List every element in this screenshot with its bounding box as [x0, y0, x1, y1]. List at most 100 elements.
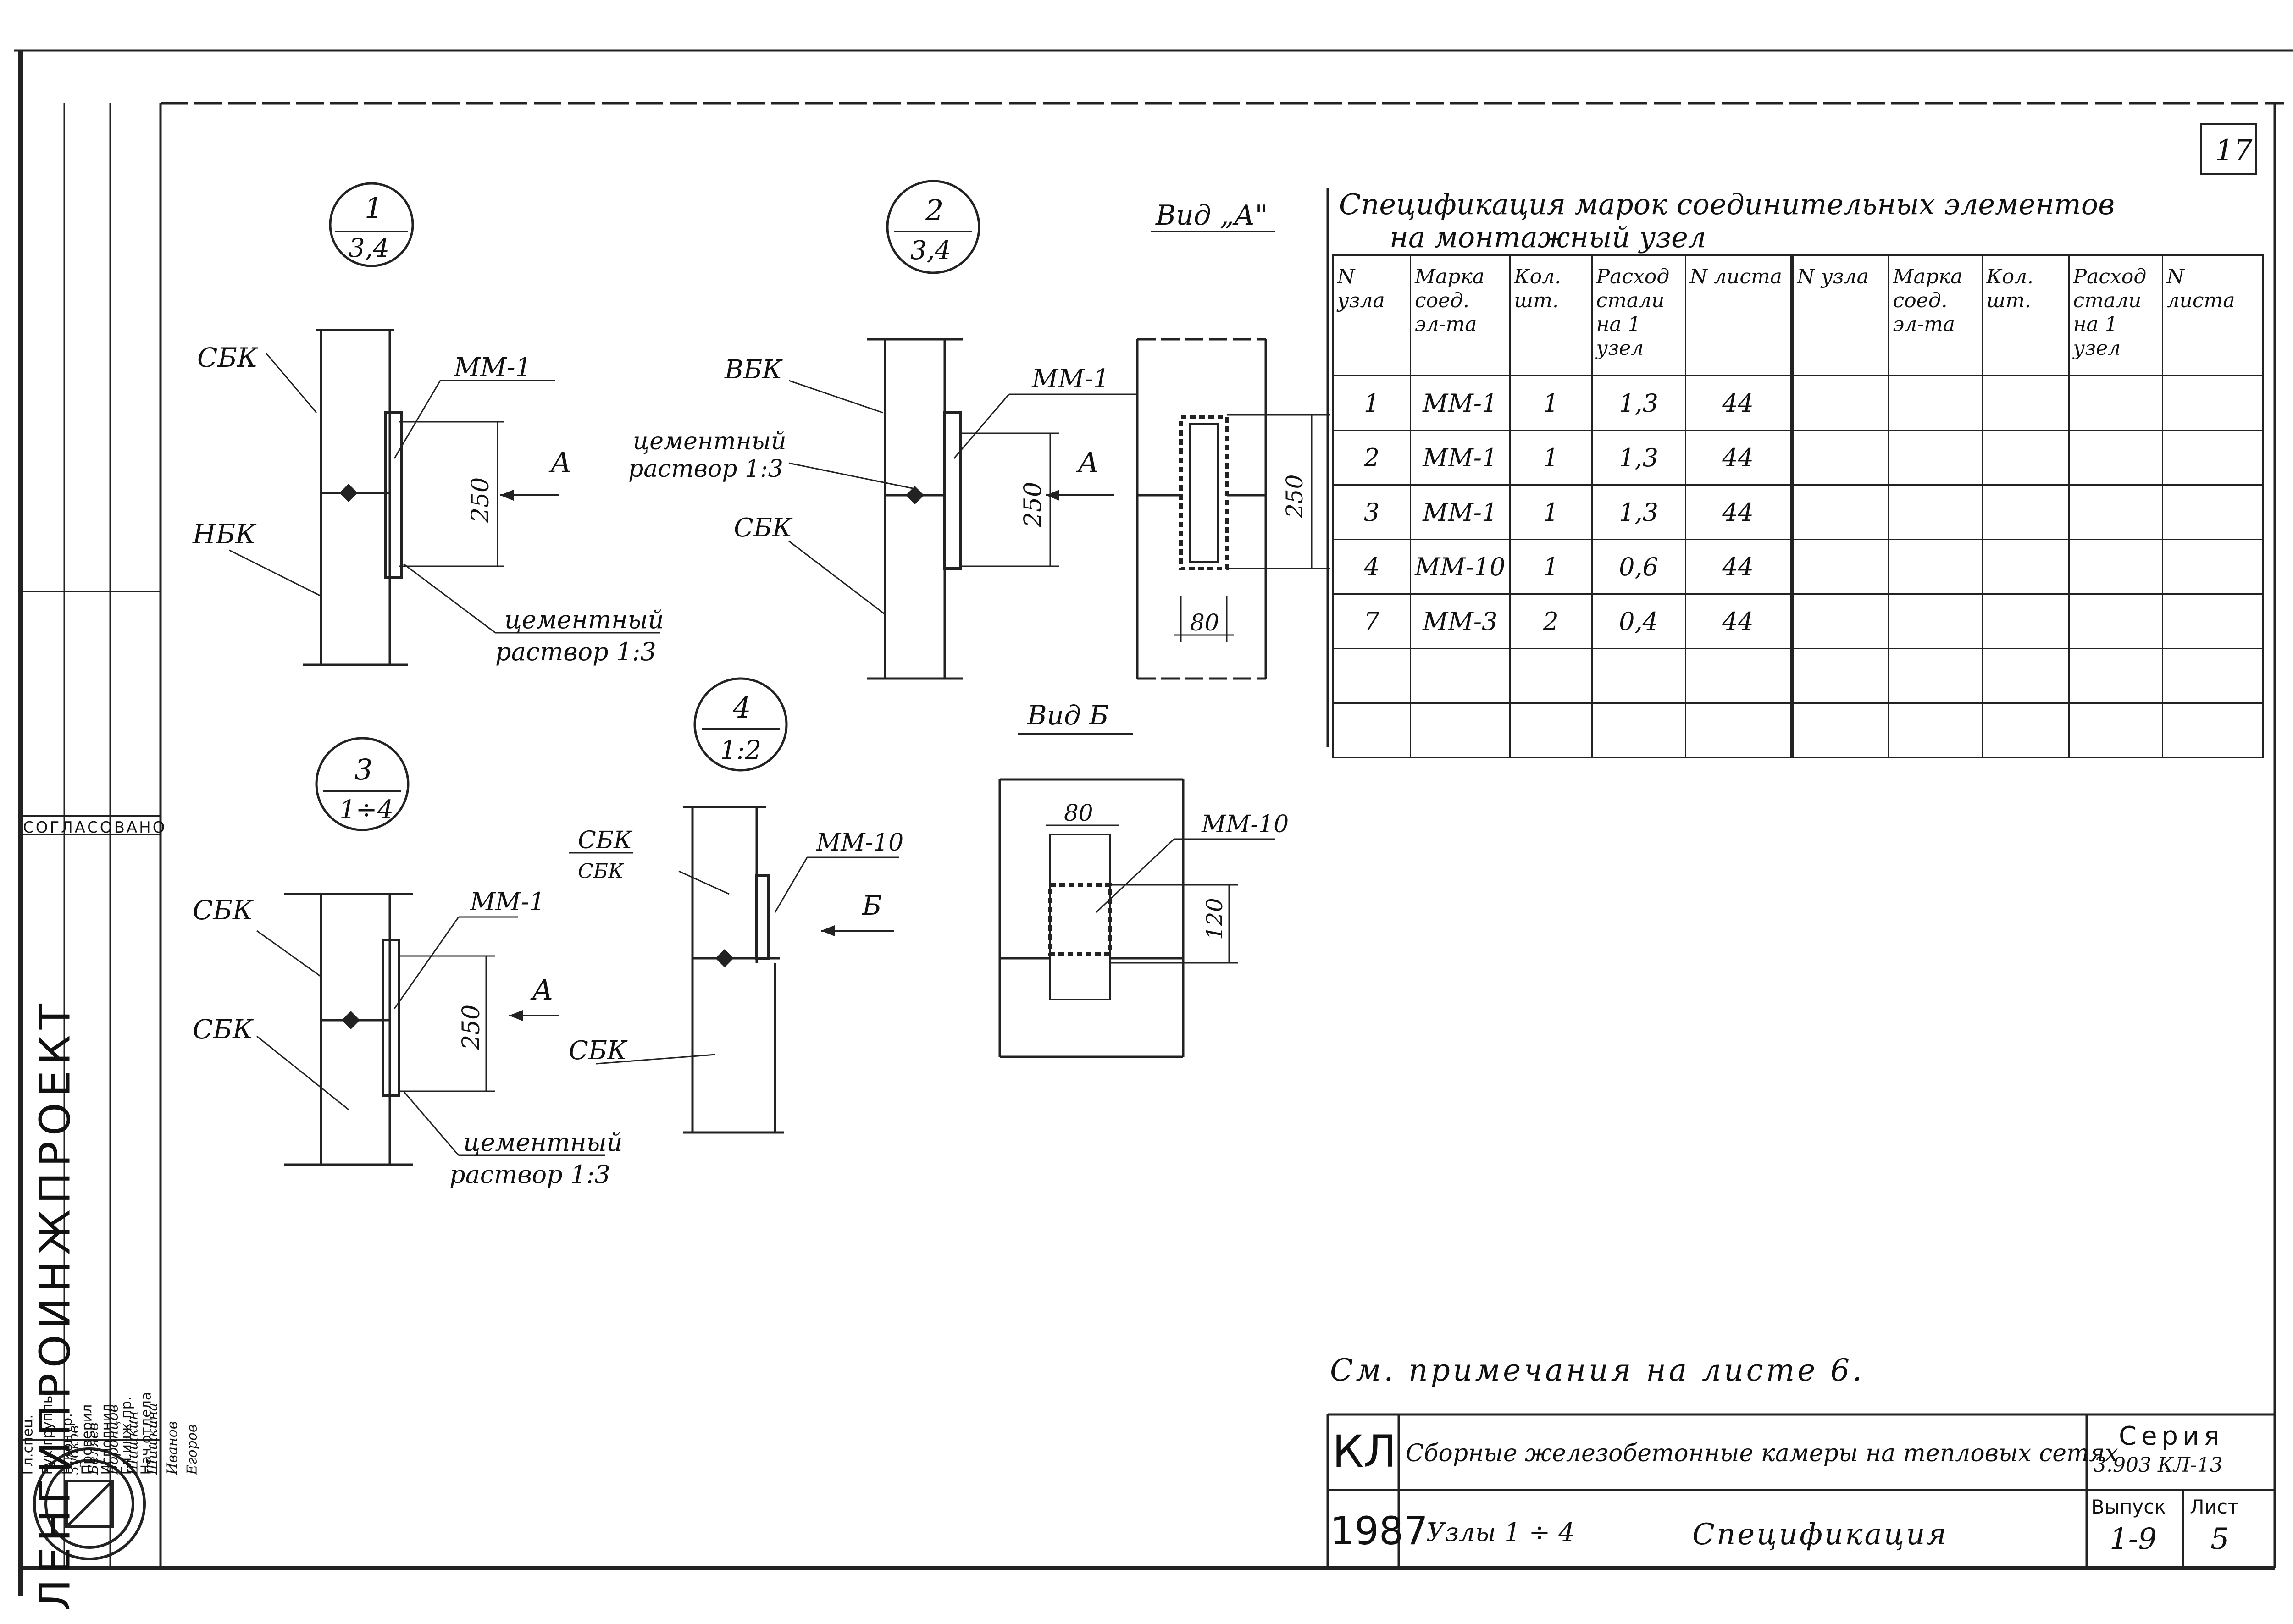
view-b-detail: Вид Б 80 120 ММ-10: [998, 700, 1289, 1058]
node-2-num: 2: [925, 193, 943, 227]
node-2-arrow-a: А: [1076, 446, 1099, 479]
stamp-name: Шишкина: [144, 1403, 161, 1475]
cell-empty: [2161, 593, 2264, 649]
cell-empty: [1981, 430, 2070, 486]
cell-empty: [1888, 702, 1983, 758]
node-4-marker: 4 1:2: [693, 677, 788, 772]
cell-empty: [1981, 648, 2070, 704]
cell-empty: [1789, 484, 1889, 540]
view-b-title: Вид Б: [1027, 700, 1109, 731]
node-4-detail: 4 1:2 СБК СБК ММ-10 Б СБК: [569, 677, 903, 1134]
cell-node: 3: [1332, 484, 1411, 540]
cell-empty: [1888, 539, 1983, 595]
cell-empty: [2068, 484, 2163, 540]
cell-node: [1332, 648, 1411, 704]
node-1-detail: 1 3,4 СБК НБК ММ-1 250 А цементны: [192, 182, 664, 666]
view-a-detail: Вид „А" 250 80: [1136, 199, 1330, 680]
cell-empty: [1888, 648, 1983, 704]
view-a-title: Вид „А": [1155, 199, 1268, 232]
node-3-marker: 3 1÷4: [315, 737, 410, 831]
cell-empty: [1888, 484, 1983, 540]
cell-empty: [1888, 430, 1983, 486]
series-label: Серия: [2119, 1421, 2224, 1451]
notes-reference: См. примечания на листе 6.: [1330, 1353, 1865, 1388]
node-3-num: 3: [354, 753, 372, 786]
issue-value: 1-9: [2110, 1522, 2157, 1556]
cell-sheet: [1684, 648, 1793, 704]
view-a-dim-80: 80: [1190, 609, 1219, 636]
col-header-node-2: N узла: [1789, 254, 1889, 376]
cell-steel: 0,6: [1591, 539, 1686, 595]
stamp-name: Беляев: [85, 1422, 102, 1475]
title-description: Сборные железобетонные камеры на тепловы…: [1406, 1440, 2119, 1467]
cell-sheet: 44: [1684, 375, 1793, 431]
cell-sheet: 44: [1684, 484, 1793, 540]
table-row: [1332, 648, 2264, 704]
cell-empty: [1981, 593, 2070, 649]
stamp-name: Егоров: [184, 1424, 200, 1475]
title-subtitle: Узлы 1 ÷ 4: [1426, 1518, 1575, 1547]
spec-header-row: N узла Марка соед. эл-та Кол. шт. Расход…: [1332, 254, 2264, 376]
cell-mark: ММ-10: [1410, 539, 1511, 595]
table-row: 7 ММ-3 2 0,4 44: [1332, 593, 2264, 649]
cell-mark: [1410, 648, 1511, 704]
spec-title-line1: Спецификация марок соединительных элемен…: [1339, 188, 2115, 221]
cell-empty: [1789, 702, 1889, 758]
stamp-role: Рук.группы: [39, 1392, 56, 1475]
stamp-name: Шишкин: [125, 1411, 141, 1475]
cell-steel: 1,3: [1591, 430, 1686, 486]
node-1-marker: 1 3,4: [329, 182, 414, 267]
node-2-cement-1: цементный: [633, 428, 786, 455]
cell-steel: [1591, 648, 1686, 704]
cell-sheet: 44: [1684, 430, 1793, 486]
cell-empty: [1981, 484, 2070, 540]
cell-empty: [1789, 593, 1889, 649]
cell-empty: [1789, 375, 1889, 431]
col-header-qty: Кол. шт.: [1509, 254, 1593, 376]
cell-empty: [2068, 648, 2163, 704]
cell-empty: [2161, 702, 2264, 758]
view-b-label-mm10: ММ-10: [1201, 811, 1289, 838]
node-2-label-mm1: ММ-1: [1031, 364, 1109, 394]
cell-qty: [1509, 702, 1593, 758]
stamp-name: Иванов: [164, 1421, 181, 1475]
col-header-steel: Расход стали на 1 узел: [1591, 254, 1686, 376]
title-year: 1987: [1330, 1508, 1428, 1553]
cell-empty: [2161, 648, 2264, 704]
node-3-label-sbk-top: СБК: [193, 895, 254, 926]
cell-qty: [1509, 648, 1593, 704]
node-4-label-sbk-top: СБК: [578, 827, 633, 854]
sheet-value: 5: [2210, 1522, 2229, 1556]
cell-empty: [2068, 539, 2163, 595]
col-header-node: N узла: [1332, 254, 1411, 376]
cell-node: 4: [1332, 539, 1411, 595]
series-value: 3.903 КЛ-13: [2094, 1453, 2223, 1477]
col-header-mark-2: Марка соед. эл-та: [1888, 254, 1983, 376]
cell-empty: [2161, 484, 2264, 540]
issue-label: Выпуск: [2091, 1496, 2166, 1518]
node-2-detail: 2 3,4 ВБК цементный раствор 1:3 СБК М: [628, 180, 1137, 680]
table-row: 2 ММ-1 1 1,3 44: [1332, 430, 2264, 486]
cell-mark: ММ-3: [1410, 593, 1511, 649]
cell-node: [1332, 702, 1411, 758]
node-2-label-vbk: ВБК: [724, 355, 783, 385]
cell-mark: ММ-1: [1410, 430, 1511, 486]
table-row: [1332, 702, 2264, 758]
node-4-label-sbk-top2: СБК: [578, 860, 624, 883]
node-4-label-sbk-bottom: СБК: [569, 1036, 628, 1066]
cell-empty: [2068, 702, 2163, 758]
sheet-label: Лист: [2190, 1496, 2239, 1518]
col-header-mark: Марка соед. эл-та: [1410, 254, 1511, 376]
cell-empty: [2161, 539, 2264, 595]
cell-qty: 1: [1509, 484, 1593, 540]
spec-title: Спецификация марок соединительных элемен…: [1339, 188, 2256, 254]
node-1-den: 3,4: [349, 233, 389, 263]
view-b-dim-80: 80: [1064, 800, 1093, 826]
node-1-label-nbk: НБК: [192, 519, 257, 550]
agreed-label: СОГЛАСОВАНО: [23, 818, 167, 837]
node-1-arrow-a: А: [548, 446, 572, 479]
col-header-qty-2: Кол. шт.: [1981, 254, 2070, 376]
cell-empty: [1981, 375, 2070, 431]
cell-mark: ММ-1: [1410, 484, 1511, 540]
